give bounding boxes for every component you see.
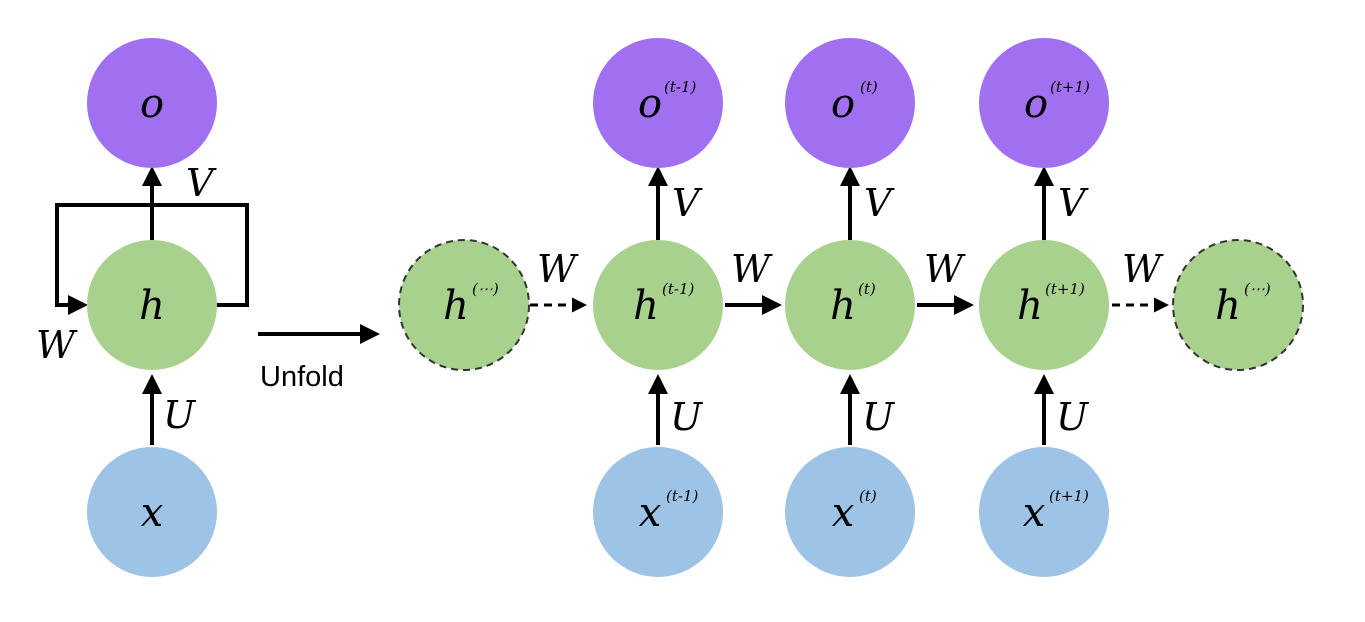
unfold-label: Unfold	[260, 361, 344, 393]
hidden-node-next-circle	[1172, 239, 1304, 371]
folded-output-circle	[87, 38, 217, 168]
input-node-t-plus-1-circle	[979, 447, 1109, 577]
output-node-t-sup: (t)	[860, 78, 878, 96]
weight-u-t-plus-1: U	[1056, 395, 1090, 439]
hidden-node-next: h (⋯)	[1172, 239, 1304, 371]
folded-weight-u: U	[163, 393, 197, 437]
output-node-t-minus-1-label: o	[638, 81, 662, 127]
step-t-minus-1: o (t-1) h (t-1) x (t-1) V U	[593, 38, 723, 577]
input-node-t: x (t)	[785, 447, 915, 577]
step-t: o (t) h (t) x (t) V U	[785, 38, 915, 577]
folded-weight-v: V	[186, 161, 217, 205]
folded-output-node: o	[87, 38, 217, 168]
output-node-t-minus-1: o (t-1)	[593, 38, 723, 168]
weight-u-t: U	[862, 395, 896, 439]
hidden-node-prev: h (⋯)	[398, 239, 530, 371]
hidden-node-prev-label: h	[443, 283, 469, 329]
input-node-t-minus-1-label: x	[639, 490, 662, 536]
output-node-t-circle	[785, 38, 915, 168]
hidden-node-t-sup: (t)	[858, 280, 876, 298]
unfold-transition: Unfold	[258, 324, 380, 393]
weight-v-t-plus-1: V	[1058, 181, 1089, 225]
weight-w-2: W	[924, 247, 966, 291]
hidden-node-t-plus-1: h (t+1)	[979, 240, 1109, 370]
input-node-t-minus-1-circle	[593, 447, 723, 577]
hidden-node-t-circle	[785, 240, 915, 370]
folded-input-circle	[87, 447, 217, 577]
weight-v-t-minus-1: V	[672, 181, 703, 225]
folded-input-node: x	[87, 447, 217, 577]
folded-rnn: o h x V W U	[36, 38, 249, 577]
input-node-t-plus-1-label: x	[1023, 490, 1046, 536]
hidden-node-t-label: h	[830, 283, 856, 329]
output-node-t-plus-1-sup: (t+1)	[1050, 78, 1090, 96]
output-node-t-plus-1-circle	[979, 38, 1109, 168]
hidden-node-t: h (t)	[785, 240, 915, 370]
folded-hidden-node: h	[87, 240, 217, 370]
folded-weight-w: W	[36, 323, 78, 367]
hidden-node-t-minus-1: h (t-1)	[593, 240, 723, 370]
weight-v-t: V	[864, 181, 895, 225]
weight-u-t-minus-1: U	[670, 395, 704, 439]
input-node-t-label: x	[832, 490, 855, 536]
hidden-node-next-label: h	[1215, 283, 1241, 329]
step-t-plus-1: o (t+1) h (t+1) x (t+1) V U	[979, 38, 1109, 577]
hidden-node-t-plus-1-sup: (t+1)	[1045, 280, 1085, 298]
input-node-t-minus-1-sup: (t-1)	[666, 487, 698, 505]
hidden-node-prev-circle	[398, 239, 530, 371]
hidden-node-t-plus-1-circle	[979, 240, 1109, 370]
folded-output-label: o	[140, 81, 164, 127]
output-node-t-minus-1-sup: (t-1)	[664, 78, 696, 96]
unrolled-rnn: W W W W h (⋯) o (t-1) h (t-1)	[398, 38, 1304, 577]
output-node-t-plus-1: o (t+1)	[979, 38, 1109, 168]
output-node-t-label: o	[831, 81, 855, 127]
output-node-t-minus-1-circle	[593, 38, 723, 168]
input-node-t-plus-1: x (t+1)	[979, 447, 1109, 577]
folded-recurrent-loop	[55, 203, 249, 315]
hidden-node-t-plus-1-label: h	[1017, 283, 1043, 329]
input-node-t-plus-1-sup: (t+1)	[1049, 487, 1089, 505]
folded-hidden-circle	[87, 240, 217, 370]
hidden-node-next-sup: (⋯)	[1244, 280, 1271, 298]
weight-w-prev: W	[537, 247, 579, 291]
hidden-node-prev-sup: (⋯)	[472, 280, 499, 298]
input-node-t-circle	[785, 447, 915, 577]
weight-w-next: W	[1122, 247, 1164, 291]
input-node-t-sup: (t)	[859, 487, 877, 505]
hidden-node-t-minus-1-circle	[593, 240, 723, 370]
hidden-node-t-minus-1-sup: (t-1)	[662, 280, 694, 298]
folded-hidden-label: h	[139, 283, 165, 329]
output-node-t: o (t)	[785, 38, 915, 168]
folded-input-label: x	[141, 490, 164, 536]
hidden-node-t-minus-1-label: h	[633, 283, 659, 329]
weight-w-1: W	[731, 247, 773, 291]
input-node-t-minus-1: x (t-1)	[593, 447, 723, 577]
output-node-t-plus-1-label: o	[1024, 81, 1048, 127]
